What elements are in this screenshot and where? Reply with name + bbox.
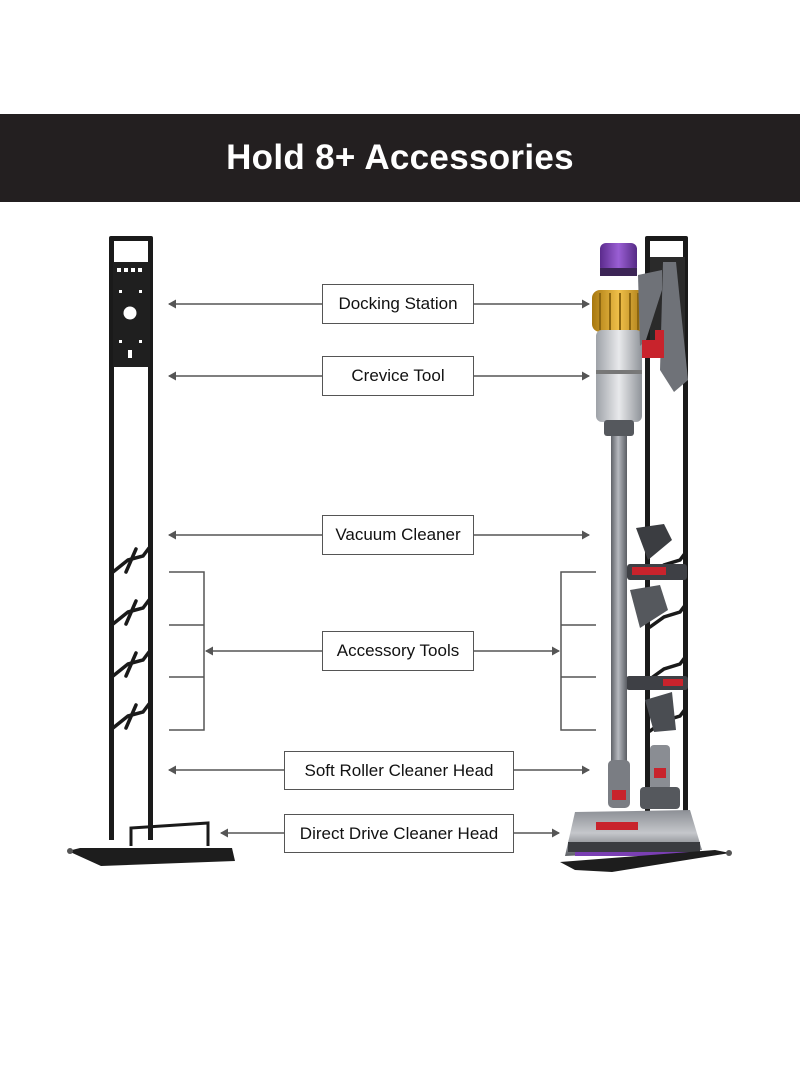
stand-base [67, 821, 235, 866]
stand-right-frame [683, 238, 688, 848]
accessory-tools-mounted [626, 524, 688, 732]
label-soft-roller-head: Soft Roller Cleaner Head [284, 751, 514, 790]
accessory-brackets [169, 571, 596, 731]
label-crevice-tool: Crevice Tool [322, 356, 474, 396]
loaded-stand-illustration [560, 236, 732, 872]
stand-left-post [109, 238, 114, 840]
callout-arrows [168, 299, 590, 838]
vacuum-body [592, 243, 662, 436]
vacuum-wand [611, 425, 627, 765]
label-docking-station: Docking Station [322, 284, 474, 324]
direct-drive-head-mounted [565, 760, 702, 856]
stand-tool-hooks [111, 546, 151, 730]
stand-right-base [560, 850, 732, 872]
page-title: Hold 8+ Accessories [226, 138, 574, 177]
soft-roller-head-mounted [640, 745, 680, 809]
stand-right-post [148, 238, 153, 840]
label-accessory-tools: Accessory Tools [322, 631, 474, 671]
label-direct-drive-head: Direct Drive Cleaner Head [284, 814, 514, 853]
title-banner: Hold 8+ Accessories [0, 114, 800, 202]
stand-top-bar [109, 236, 153, 241]
empty-stand-illustration [67, 236, 235, 866]
docking-plate [113, 262, 150, 367]
label-vacuum-cleaner: Vacuum Cleaner [322, 515, 474, 555]
crevice-tool-mounted [655, 262, 688, 392]
